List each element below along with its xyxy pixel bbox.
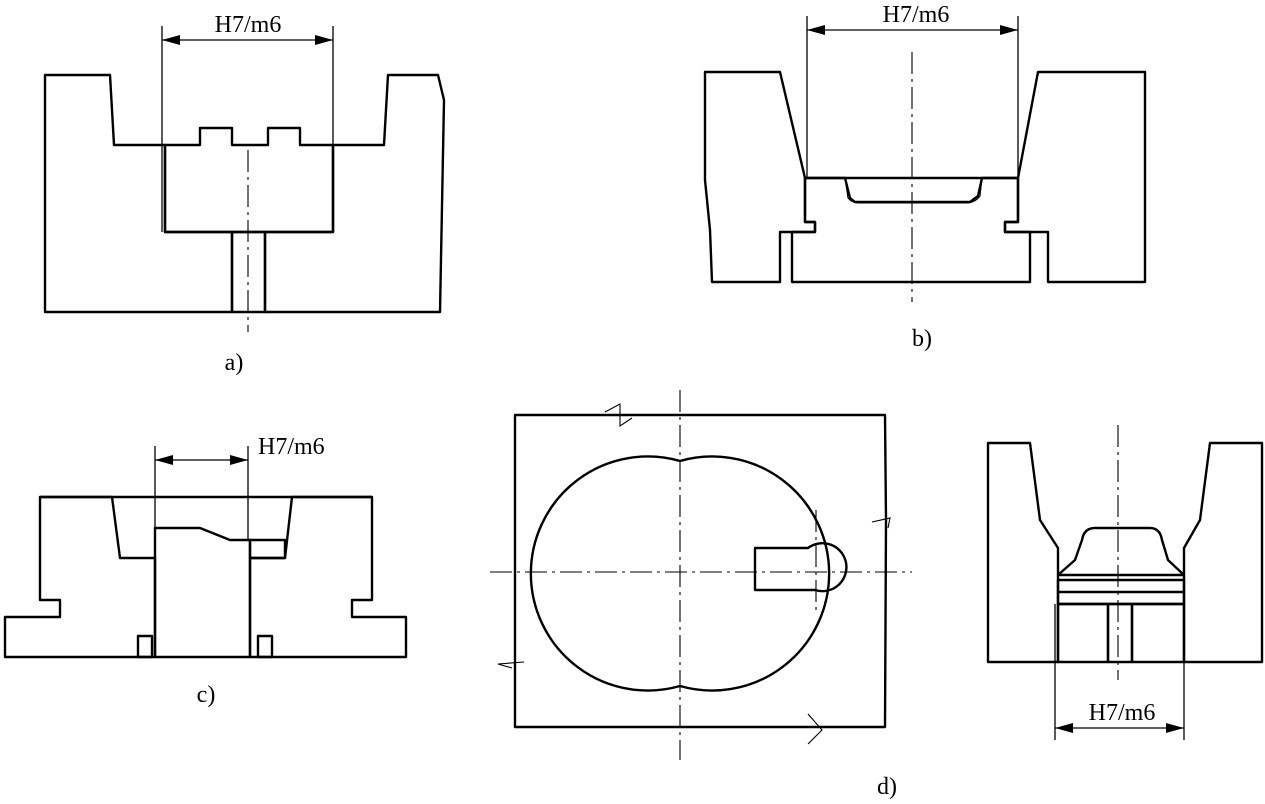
fit-label-a: H7/m6 xyxy=(215,12,282,38)
caption-a: a) xyxy=(225,350,244,376)
caption-c: c) xyxy=(197,682,216,708)
insert-a xyxy=(163,126,335,234)
fit-label-c: H7/m6 xyxy=(258,434,325,460)
figure-c: H7/m6 c) xyxy=(3,434,408,708)
mould-plate-d-section xyxy=(986,441,1264,664)
figure-d-plan xyxy=(490,390,912,760)
insert-c xyxy=(153,526,252,659)
figure-b: H7/m6 b) xyxy=(703,2,1147,352)
mould-plate-c xyxy=(3,495,408,659)
fit-label-d: H7/m6 xyxy=(1089,700,1156,726)
figure-a: H7/m6 a) xyxy=(43,12,446,376)
mould-plate-d xyxy=(513,413,888,729)
figure-d-section: H7/m6 xyxy=(986,425,1264,740)
caption-b: b) xyxy=(912,326,932,352)
insert-b xyxy=(790,176,1032,284)
fit-label-b: H7/m6 xyxy=(883,2,950,28)
caption-d: d) xyxy=(877,774,897,800)
mould-plate-a xyxy=(43,73,446,314)
